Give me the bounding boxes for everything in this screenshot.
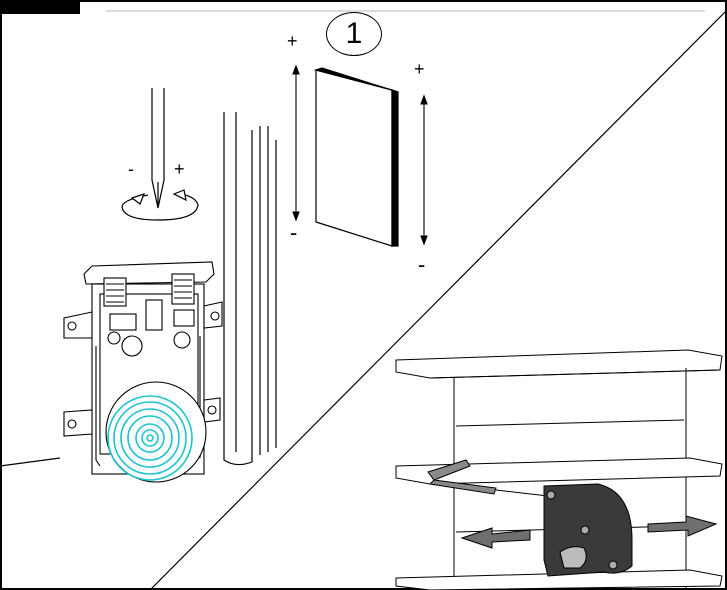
step-tab [0,0,80,14]
right-plus-label: + [414,59,425,79]
left-minus-label: - [290,220,298,245]
height-arrow-right [420,94,428,246]
right-minus-label: - [418,252,426,277]
height-arrow-left [292,64,300,222]
diagonal-divider [149,9,727,590]
slide-arrow-right [647,515,718,537]
door-panel [313,67,399,247]
door-frame-profile [0,112,277,467]
screwdriver-icon [151,88,165,209]
roller-bracket [63,261,223,483]
screwdriver-minus-label: - [128,159,134,179]
roller-wheel [107,395,193,481]
adjustment-bracket [543,483,633,577]
hex-key-pointer [495,489,549,497]
step-number: 1 [326,12,382,56]
hex-key-icon [427,459,497,495]
rotation-arrow-icon [121,189,199,221]
left-plus-label: + [287,31,298,51]
screwdriver-plus-label: + [174,159,185,179]
slide-arrow-left [460,527,531,549]
cabinet [395,349,723,590]
